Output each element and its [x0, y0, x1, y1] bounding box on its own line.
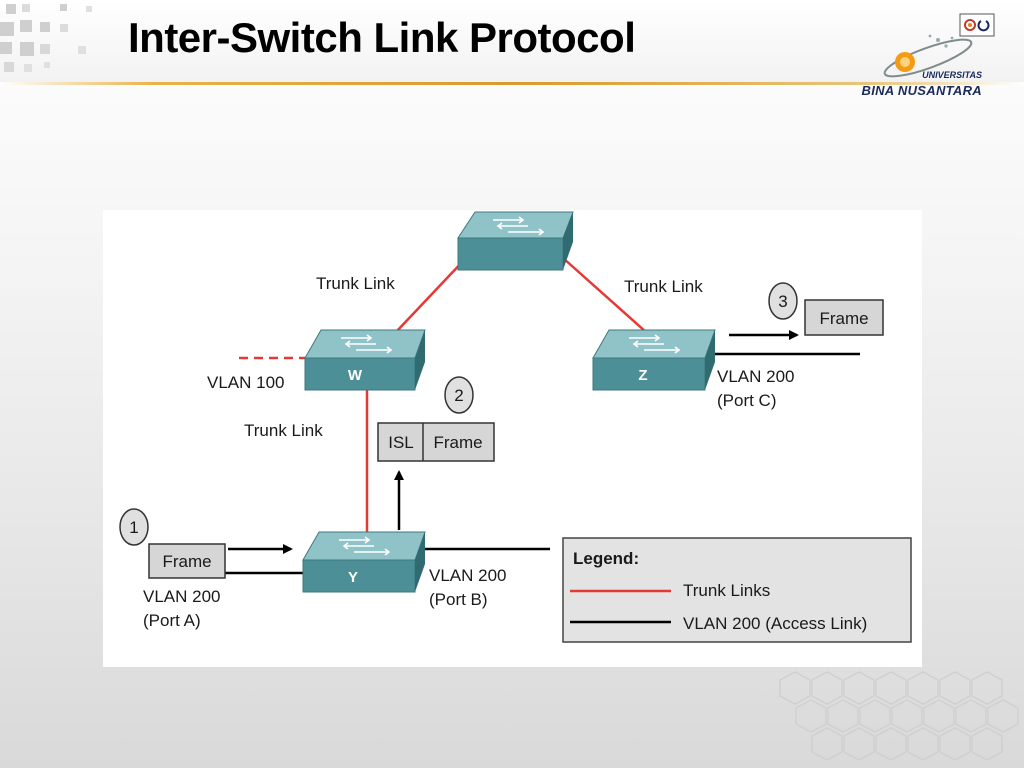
port-b-label: (Port B): [429, 590, 488, 609]
port-a-label: (Port A): [143, 611, 201, 630]
vlan100-label: VLAN 100: [207, 373, 285, 392]
step-3: 3 Frame: [768, 282, 884, 336]
port-c-vlan: VLAN 200: [717, 367, 795, 386]
isl-diagram-canvas: W Z Y Trunk Link: [119, 211, 912, 643]
legend-trunk-label: Trunk Links: [683, 581, 770, 600]
step-3-frame: Frame: [819, 309, 868, 328]
switch-w: W: [304, 329, 426, 391]
background-hexagon-pattern: [779, 671, 1019, 761]
switch-y: Y: [302, 531, 426, 593]
logo-emblem-icon: [883, 13, 995, 78]
legend-access-label: VLAN 200 (Access Link): [683, 614, 867, 633]
legend: Legend: Trunk Links VLAN 200 (Access Lin…: [562, 537, 912, 643]
step-1-number: 1: [129, 518, 138, 537]
step-1-frame: Frame: [162, 552, 211, 571]
port-b-vlan: VLAN 200: [429, 566, 507, 585]
header-divider: [0, 82, 1024, 85]
switch-w-label: W: [348, 367, 363, 384]
step-2-number: 2: [454, 386, 463, 405]
step-2: 2 ISL Frame: [377, 376, 495, 462]
isl-diagram: W Z Y Trunk Link: [103, 210, 922, 667]
port-a-vlan: VLAN 200: [143, 587, 221, 606]
step-2-frame: Frame: [433, 433, 482, 452]
trunk-label-top-right: Trunk Link: [624, 277, 703, 296]
switch-y-label: Y: [348, 569, 358, 586]
trunk-label-top-left: Trunk Link: [316, 274, 395, 293]
switch-top: [457, 211, 574, 271]
trunk-label-middle: Trunk Link: [244, 421, 323, 440]
step-2-isl-header: ISL: [388, 433, 414, 452]
switch-z-label: Z: [638, 367, 647, 384]
header-band: [0, 0, 1024, 84]
logo-text-binus: BINA NUSANTARA: [861, 83, 982, 98]
step-3-number: 3: [778, 292, 787, 311]
switch-z: Z: [592, 329, 716, 391]
logo-text-universitas: UNIVERSITAS: [922, 70, 982, 80]
decorative-squares: [0, 0, 130, 80]
university-logo: UNIVERSITAS BINA NUSANTARA: [860, 10, 1010, 98]
page-title: Inter-Switch Link Protocol: [128, 14, 636, 61]
port-c-label: (Port C): [717, 391, 777, 410]
legend-title: Legend:: [573, 549, 639, 568]
step-1: 1 Frame: [119, 508, 226, 579]
trunk-link-top-to-z: [562, 257, 647, 333]
trunk-link-top-to-w: [395, 257, 467, 333]
